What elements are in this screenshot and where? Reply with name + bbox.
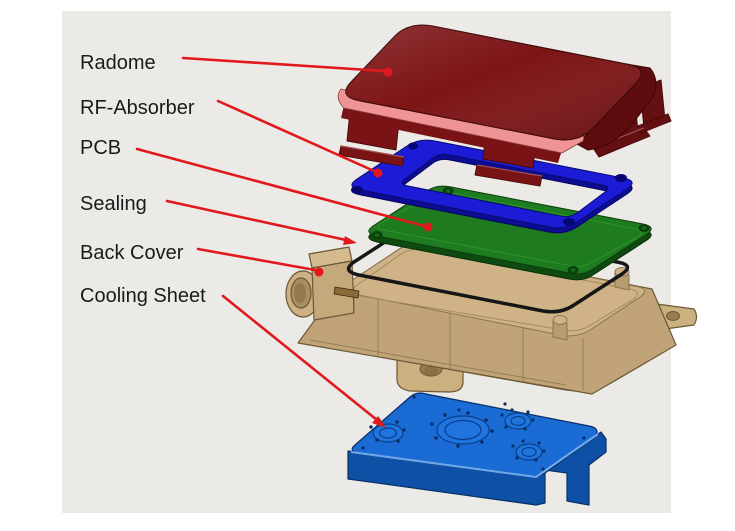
pcb-pin-connector — [333, 286, 360, 299]
cover-connector-cylinder — [285, 246, 355, 321]
label-sealing: Sealing — [80, 193, 147, 215]
cover-right-tab-hole — [666, 311, 680, 321]
cover-front-tab-hole-shadow — [423, 366, 439, 376]
radome-part — [337, 24, 672, 187]
label-pcb: PCB — [80, 137, 121, 159]
radome-top-shading — [345, 25, 642, 140]
sealing-leader-line — [165, 199, 348, 242]
cooling-sheet-lip — [347, 431, 607, 506]
label-back-cover: Back Cover — [80, 242, 184, 264]
radome-rim — [341, 105, 562, 163]
radome-right-cap — [576, 63, 657, 151]
cooling-sheet-bend-highlight — [350, 433, 599, 478]
label-cooling-sheet: Cooling Sheet — [80, 285, 206, 307]
radome-leader-line — [181, 56, 386, 73]
cooling-sheet-leader-arrowhead — [372, 416, 386, 428]
label-radome: Radome — [80, 52, 156, 74]
back-cover-leader-line — [196, 247, 317, 272]
cooling-sheet-part — [347, 392, 607, 506]
leader-lines — [135, 56, 426, 422]
cooling-sheet-leader-line — [221, 294, 379, 422]
rf-absorber-leader-line — [216, 99, 376, 173]
radome-leader-dot — [383, 67, 393, 77]
rf-absorber-part — [351, 139, 633, 234]
cooling-sheet-bosses — [372, 412, 543, 461]
pcb-corner-screws — [371, 187, 650, 274]
rf-absorber-corner-holes — [351, 142, 627, 226]
rf-absorber-leader-dot — [373, 168, 383, 178]
back-cover-leader-dot — [314, 267, 324, 277]
label-rf-absorber: RF-Absorber — [80, 97, 195, 119]
cooling-sheet-holes — [361, 395, 586, 471]
cover-wall-panel-lines — [309, 300, 584, 390]
pcb-leader-line — [135, 147, 426, 228]
leader-endpoints — [314, 67, 433, 428]
pcb-leader-dot — [423, 222, 433, 232]
sealing-leader-arrowhead — [343, 236, 357, 245]
